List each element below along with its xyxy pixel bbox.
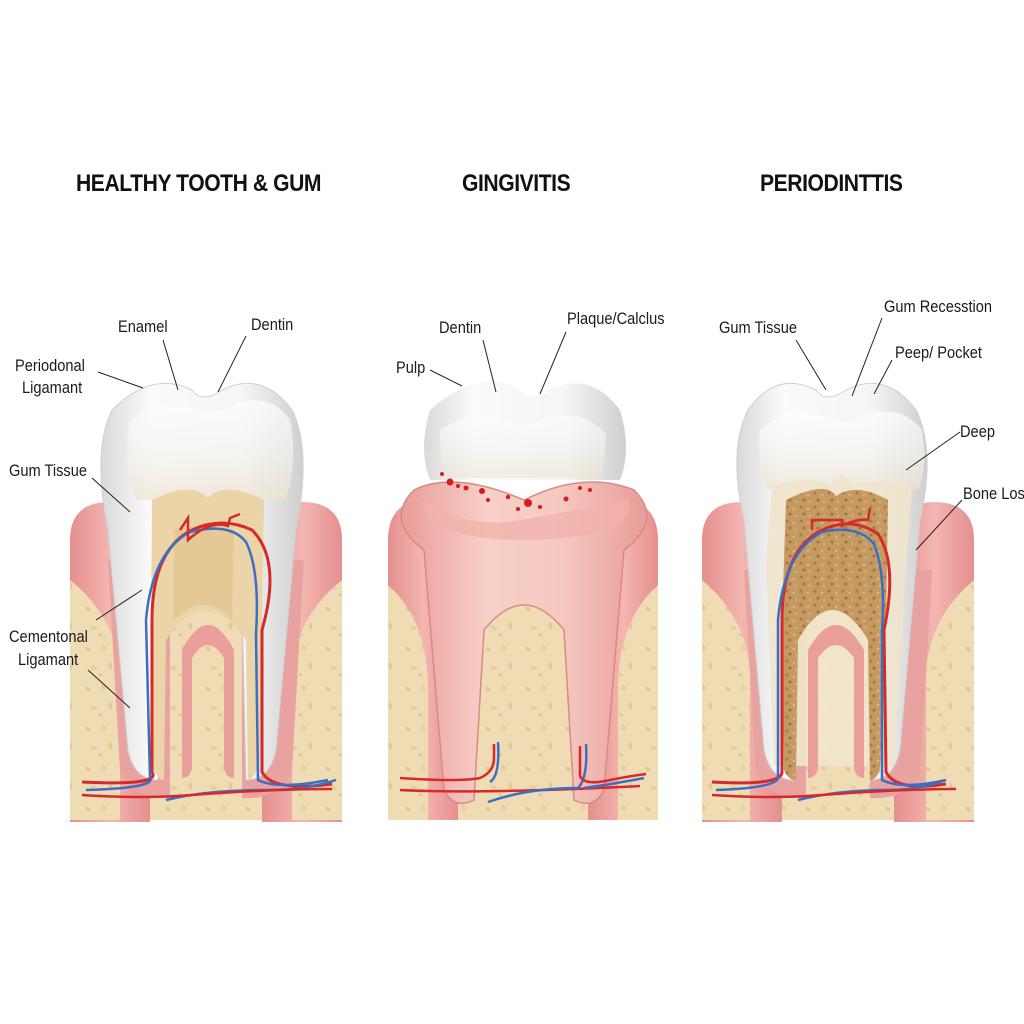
label-deep: Deep [960, 422, 995, 441]
leader-lines [87, 317, 963, 709]
label-cemental-line2: Ligamant [18, 650, 79, 669]
label-plaque-calculus: Plaque/Calclus [567, 309, 665, 328]
label-bone-loss: Bone Los [963, 484, 1024, 503]
panel-title-periodontitis: PERIODINTTIS [760, 170, 903, 197]
bleeding-dots-icon [440, 472, 592, 511]
label-dentin: Dentin [251, 315, 294, 334]
label-periodontal-line2: Ligamant [22, 378, 83, 397]
label-deep-pocket: Peep/ Pocket [895, 343, 982, 362]
label-pulp: Pulp [396, 358, 426, 377]
panel-title-gingivitis: GINGIVITIS [462, 170, 571, 197]
label-gum-tissue: Gum Tissue [9, 461, 88, 480]
label-cemental-line1: Cementonal [9, 627, 88, 646]
label-dentin: Dentin [439, 318, 482, 337]
label-gum-tissue: Gum Tissue [719, 318, 798, 337]
label-periodontal-line1: Periodonal [15, 356, 85, 375]
label-gum-recession: Gum Recesstion [884, 297, 993, 316]
healthy-tooth-diagram [70, 382, 342, 822]
panel-title-healthy: HEALTHY TOOTH & GUM [76, 170, 322, 197]
periodontitis-tooth-diagram [702, 382, 974, 822]
gingivitis-tooth-diagram [388, 381, 658, 820]
label-enamel: Enamel [118, 317, 168, 336]
